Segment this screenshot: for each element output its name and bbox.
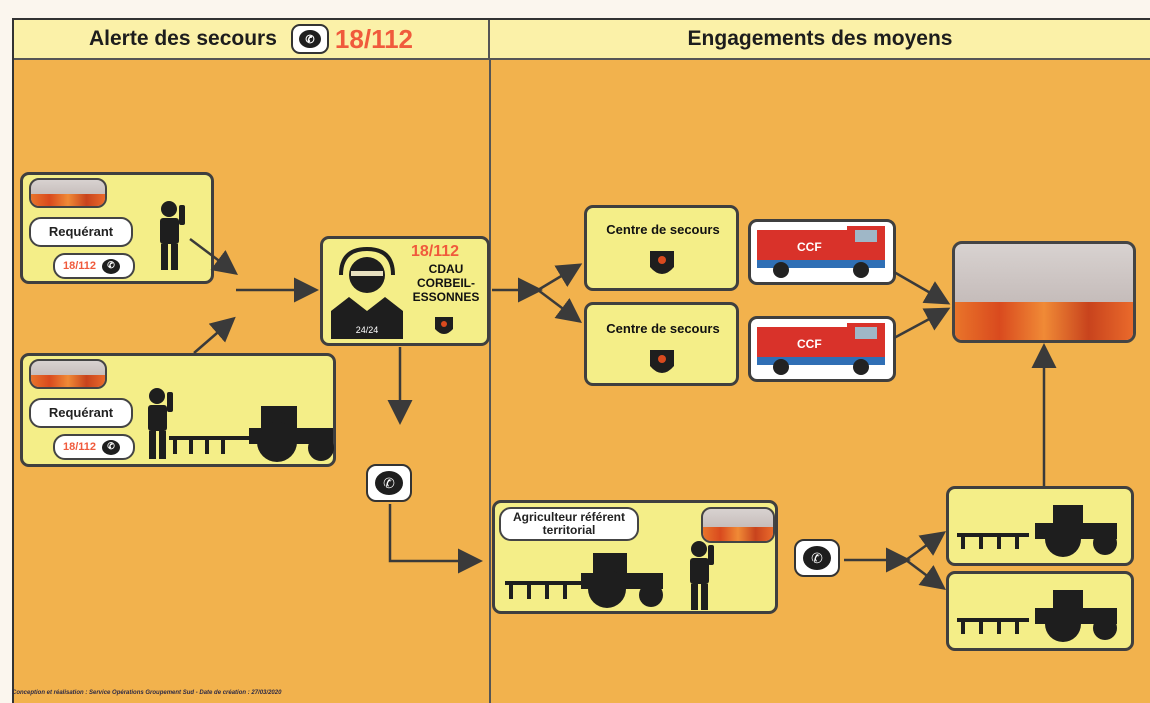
- column-divider: [489, 60, 491, 703]
- tractor-icon: [957, 505, 1117, 557]
- footer-credit: Conception et réalisation : Service Opér…: [12, 690, 282, 696]
- fire-scene: [952, 241, 1136, 343]
- farmer-icon: [160, 201, 185, 270]
- operator-headset-icon: 24/24: [331, 246, 403, 339]
- firefighter-badge-icon: [435, 317, 453, 334]
- tractor-icon: [505, 553, 663, 608]
- engagements-header: Engagements des moyens: [490, 20, 1150, 60]
- requerant-2-label: Requérant: [29, 398, 133, 428]
- requerant-2-box: Requérant 18/112 ✆: [20, 353, 336, 467]
- centre-1-box: Centre de secours: [584, 205, 739, 291]
- alerte-header: Alerte des secours ✆ 18/112: [14, 20, 490, 60]
- requerant-1-number-pill: 18/112 ✆: [53, 253, 135, 279]
- tractor-box-2: [946, 571, 1134, 651]
- fire-truck-icon: CCF: [757, 323, 885, 375]
- alerte-title: Alerte des secours: [88, 27, 277, 50]
- centre-2-truck: CCF: [748, 316, 896, 382]
- requerant-2-number: 18/112: [63, 440, 97, 453]
- diagram-sheet: Alerte des secours ✆ 18/112 Engagements …: [12, 18, 1150, 703]
- tractor-icon: [957, 590, 1117, 642]
- centre-1-truck-text: CCF: [797, 240, 822, 254]
- requerant-2-number-pill: 18/112 ✆: [53, 434, 135, 460]
- cdau-number: 18/112: [411, 243, 460, 260]
- phone-icon: ✆: [794, 539, 840, 577]
- fire-icon: [701, 507, 775, 543]
- cdau-clock: 24/24: [356, 325, 379, 335]
- phone-icon: ✆: [366, 464, 412, 502]
- centre-1-truck: CCF: [748, 219, 896, 285]
- connector-arrows: [189, 238, 1057, 590]
- agriculteur-box: Agriculteur référent territorial: [492, 500, 778, 614]
- fire-icon: [29, 359, 107, 389]
- requerant-1-box: Requérant 18/112 ✆: [20, 172, 214, 284]
- centre-2-box: Centre de secours: [584, 302, 739, 386]
- tractor-box-1: [946, 486, 1134, 566]
- header-phone-icon: ✆: [290, 24, 329, 54]
- farmer-icon: [148, 388, 173, 459]
- centre-2-label: Centre de secours: [606, 321, 720, 336]
- centre-2-truck-text: CCF: [797, 337, 822, 351]
- cdau-name: CDAU CORBEIL-ESSONNES: [412, 262, 480, 304]
- fire-truck-icon: CCF: [757, 226, 885, 278]
- alerte-number: 18/112: [334, 23, 414, 54]
- requerant-1-number: 18/112: [63, 259, 97, 272]
- farmer-icon: [690, 541, 714, 610]
- requerant-1-label: Requérant: [29, 217, 133, 247]
- tractor-icon: [169, 406, 334, 462]
- firefighter-badge-icon: [650, 350, 674, 373]
- centre-1-label: Centre de secours: [606, 222, 720, 237]
- firefighter-badge-icon: [650, 251, 674, 274]
- fire-icon: [29, 178, 107, 208]
- agriculteur-label: Agriculteur référent territorial: [499, 507, 639, 541]
- cdau-box: 24/24 18/112 CDAU CORBEIL-ESSONNES: [320, 236, 490, 346]
- engagements-title: Engagements des moyens: [687, 27, 953, 50]
- phone-icon: ✆: [102, 258, 121, 274]
- phone-icon: ✆: [102, 439, 121, 455]
